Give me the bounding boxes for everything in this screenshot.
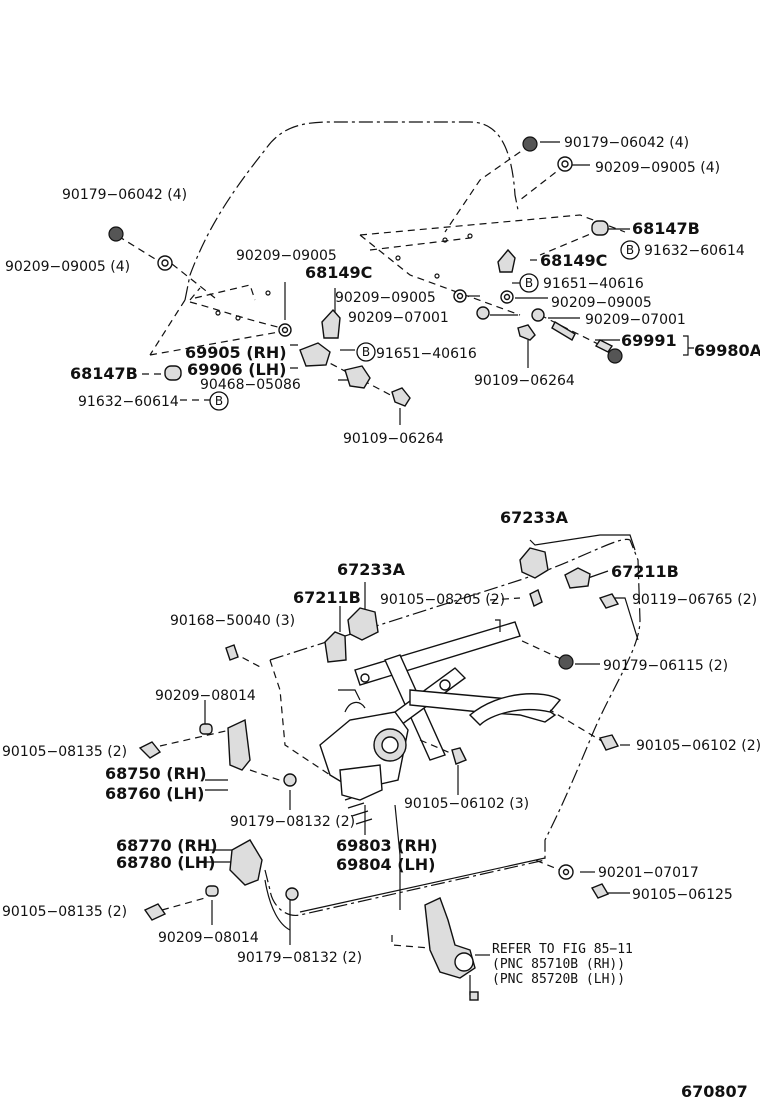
lower-leader-lines (159, 534, 639, 956)
label-90209-09005-upper: 90209−09005 (4) (595, 160, 720, 176)
label-69991: 69991 (621, 331, 677, 350)
label-figure-number: 670807 (681, 1082, 748, 1101)
bolt-icon (225, 644, 239, 661)
label-69804-lh: 69804 (LH) (336, 855, 435, 874)
label-67211b-right: 67211B (611, 562, 679, 581)
label-90209-07001-mid: 90209−07001 (348, 310, 449, 326)
label-90179-06042-left: 90179−06042 (4) (62, 187, 187, 203)
door-glass-outline (149, 121, 626, 356)
guide-icon (519, 547, 549, 579)
bolt-icon (598, 593, 620, 609)
label-90109-06264-left: 90109−06264 (343, 431, 444, 447)
label-69803-rh: 69803 (RH) (336, 836, 438, 855)
label-90209-09005-top: 90209−09005 (236, 248, 337, 264)
label-pnc-lh: (PNC 85720B (LH)) (492, 972, 625, 987)
label-90209-08014-lower: 90209−08014 (158, 930, 259, 946)
label-90209-08014-upper: 90209−08014 (155, 688, 256, 704)
label-91632-60614-right: 91632−60614 (644, 243, 745, 259)
label-90105-08135-lower: 90105−08135 (2) (2, 904, 127, 920)
label-90179-06115: 90179−06115 (2) (603, 658, 728, 674)
upper-parts (108, 136, 623, 407)
label-69980a: 69980A (694, 341, 760, 360)
nut-icon (522, 136, 538, 152)
bracket-icon (564, 567, 591, 589)
clip-icon (344, 365, 371, 389)
svg-text:B: B (626, 243, 634, 257)
door-panel-outline (264, 538, 641, 949)
part-labels: 90179−06042 (4) 90209−09005 (4) 68147B 9… (2, 135, 760, 1101)
hinge-icon (229, 839, 263, 886)
guide-icon (347, 607, 379, 641)
label-refer-fig: REFER TO FIG 85−11 (492, 942, 633, 957)
bolt-icon (451, 747, 467, 765)
upper-leader-lines (117, 141, 694, 425)
svg-text:B: B (215, 394, 223, 408)
label-69906-lh: 69906 (LH) (187, 360, 286, 379)
label-pnc-rh: (PNC 85710B (RH)) (492, 957, 625, 972)
bolt-icon (391, 387, 411, 407)
label-90209-09005-left: 90209−09005 (4) (5, 259, 130, 275)
label-68760-lh: 68760 (LH) (105, 784, 204, 803)
bushing-icon (164, 365, 182, 381)
label-68750-rh: 68750 (RH) (105, 764, 207, 783)
label-69905-rh: 69905 (RH) (185, 343, 287, 362)
label-68780-lh: 68780 (LH) (116, 853, 215, 872)
label-68149c-left: 68149C (305, 263, 372, 282)
label-91632-60614-left: 91632−60614 (78, 394, 179, 410)
bracket-icon (321, 308, 341, 339)
regulator-mechanism (319, 619, 562, 825)
svg-text:B: B (362, 345, 370, 359)
label-90179-08132-upper: 90179−08132 (2) (230, 814, 355, 830)
label-90105-06102-right: 90105−06102 (2) (636, 738, 760, 754)
label-67233a-left: 67233A (337, 560, 406, 579)
label-90209-09005-mid: 90209−09005 (335, 290, 436, 306)
label-68770-rh: 68770 (RH) (116, 836, 218, 855)
label-90105-08135-upper: 90105−08135 (2) (2, 744, 127, 760)
bolt-icon (143, 903, 167, 921)
label-90209-09005-right: 90209−09005 (551, 295, 652, 311)
bolt-icon (138, 741, 162, 759)
bolt-icon (529, 589, 543, 607)
bolt-icon (551, 321, 576, 341)
label-68147b-left: 68147B (70, 364, 138, 383)
label-90201-07017: 90201−07017 (598, 865, 699, 881)
label-90105-08205: 90105−08205 (2) (380, 592, 505, 608)
label-90105-06102-mid: 90105−06102 (3) (404, 796, 529, 812)
label-91651-40616-right: 91651−40616 (543, 276, 644, 292)
label-68149c-right: 68149C (540, 251, 607, 270)
svg-text:B: B (525, 276, 533, 290)
bracket-icon (497, 248, 516, 273)
b-callouts: B B B B (209, 240, 640, 411)
bolt-icon (598, 734, 620, 751)
label-67211b-left: 67211B (293, 588, 361, 607)
nut-icon (108, 226, 124, 242)
bolt-icon (517, 324, 536, 341)
label-90209-07001-right: 90209−07001 (585, 312, 686, 328)
label-90179-08132-lower: 90179−08132 (2) (237, 950, 362, 966)
label-90119-06765: 90119−06765 (2) (632, 592, 757, 608)
label-90109-06264-right: 90109−06264 (474, 373, 575, 389)
label-90105-06125: 90105−06125 (632, 887, 733, 903)
bolt-icon (590, 883, 610, 899)
hinge-icon (227, 718, 251, 771)
label-90179-06042-upper: 90179−06042 (4) (564, 135, 689, 151)
label-68147b-right: 68147B (632, 219, 700, 238)
label-67233a-right: 67233A (500, 508, 569, 527)
label-90168-50040: 90168−50040 (3) (170, 613, 295, 629)
bracket-icon (324, 631, 347, 663)
lower-parts (138, 547, 620, 1001)
label-91651-40616-left: 91651−40616 (376, 346, 477, 362)
label-90468-05086: 90468−05086 (200, 377, 301, 393)
bushing-icon (591, 220, 609, 236)
clip-icon (299, 342, 331, 367)
